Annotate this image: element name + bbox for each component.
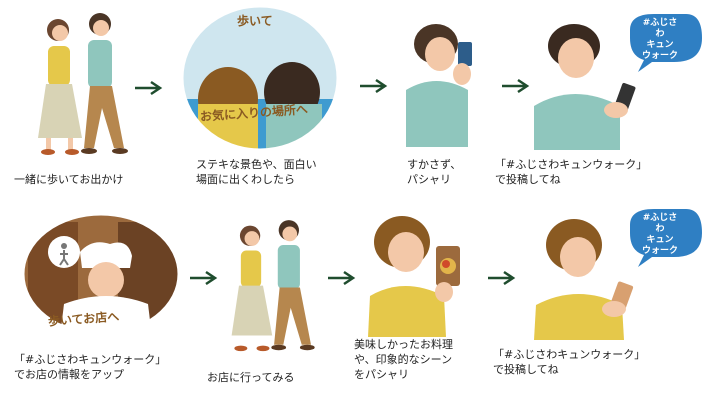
couple-walking-illustration [20, 8, 150, 163]
step-caption: 「#ふじさわキュンウォーク」 で投稿してね [493, 347, 645, 377]
man-posting-illustration [534, 10, 706, 150]
step-caption: すかさず、 パシャリ [407, 157, 461, 187]
arrow-right-icon [133, 80, 163, 96]
step-caption: 「#ふじさわキュンウォーク」 で投稿してね [495, 157, 647, 187]
arrow-right-icon [486, 270, 516, 286]
arrow-right-icon [188, 270, 218, 286]
arrow-right-icon [326, 270, 356, 286]
arrow-right-icon [500, 78, 530, 94]
step-caption: お店に行ってみる [207, 370, 294, 385]
woman-photographing-food-illustration [360, 212, 475, 337]
step-caption: 「#ふじさわキュンウォーク」 でお店の情報をアップ [14, 352, 166, 382]
step-caption: 一緒に歩いてお出かけ [14, 172, 123, 187]
step-caption: 美味しかったお料理 や、印象的なシーン をパシャリ [354, 337, 453, 382]
bubble-hashtag: #ふじさわ キュン ウォーク [640, 18, 680, 62]
couple-walking-illustration [215, 212, 335, 362]
circle-top-label: 歩いて [237, 14, 273, 29]
man-taking-photo-illustration [396, 12, 496, 147]
step-caption: ステキな景色や、面白い 場面に出くわしたら [196, 157, 317, 187]
bubble-hashtag: #ふじさわ キュン ウォーク [640, 213, 680, 257]
arrow-right-icon [358, 78, 388, 94]
